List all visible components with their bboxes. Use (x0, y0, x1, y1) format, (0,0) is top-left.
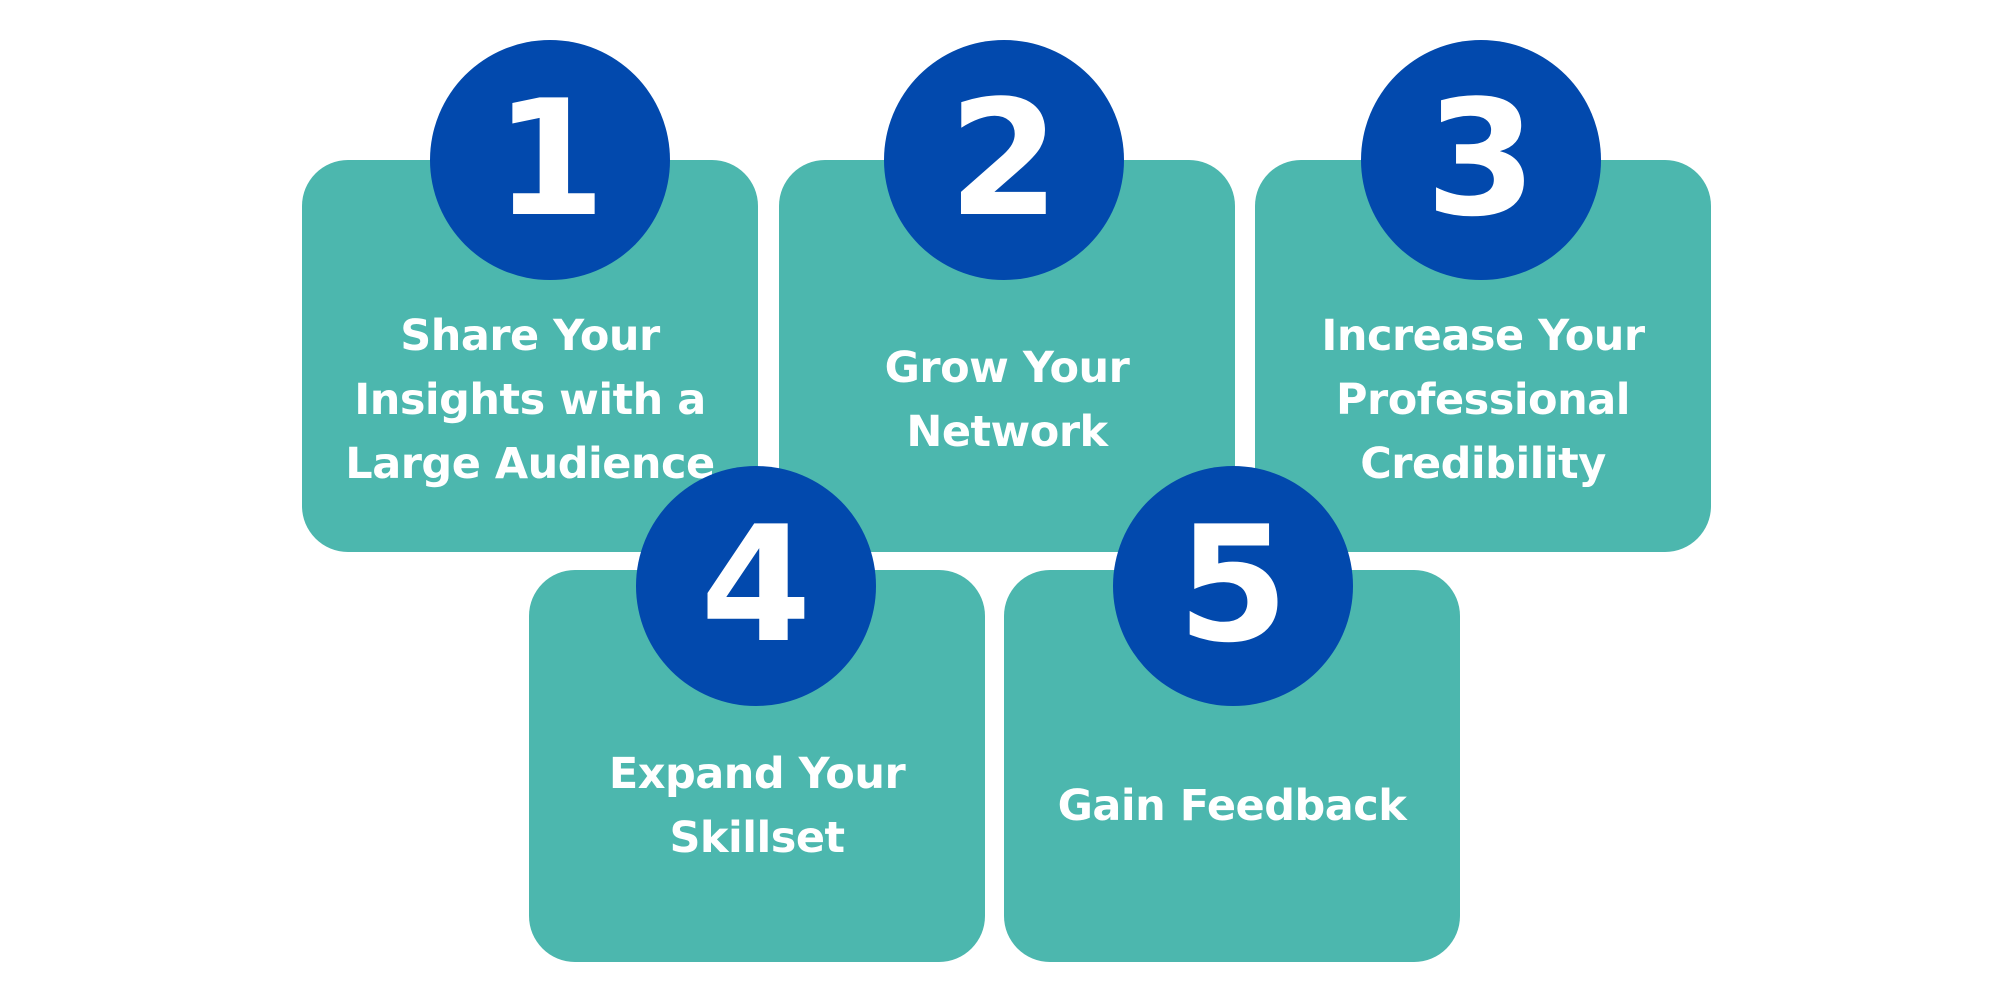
step-text-5: Gain Feedback (1057, 781, 1407, 831)
step-text-2: Grow Your Network (884, 343, 1130, 457)
step-number-4: 4 (700, 491, 812, 678)
step-text-4: Expand Your Skillset (608, 749, 906, 863)
step-number-1: 1 (494, 65, 606, 252)
step-text-1: Share Your Insights with a Large Audienc… (345, 311, 715, 489)
step-number-2: 2 (948, 65, 1060, 252)
step-badge-3: 3 (1361, 40, 1601, 280)
step-text-3: Increase Your Professional Credibility (1321, 311, 1645, 489)
step-number-3: 3 (1425, 65, 1537, 252)
step-badge-2: 2 (884, 40, 1124, 280)
step-number-5: 5 (1177, 491, 1289, 678)
step-badge-4: 4 (636, 466, 876, 706)
step-badge-1: 1 (430, 40, 670, 280)
step-badge-5: 5 (1113, 466, 1353, 706)
